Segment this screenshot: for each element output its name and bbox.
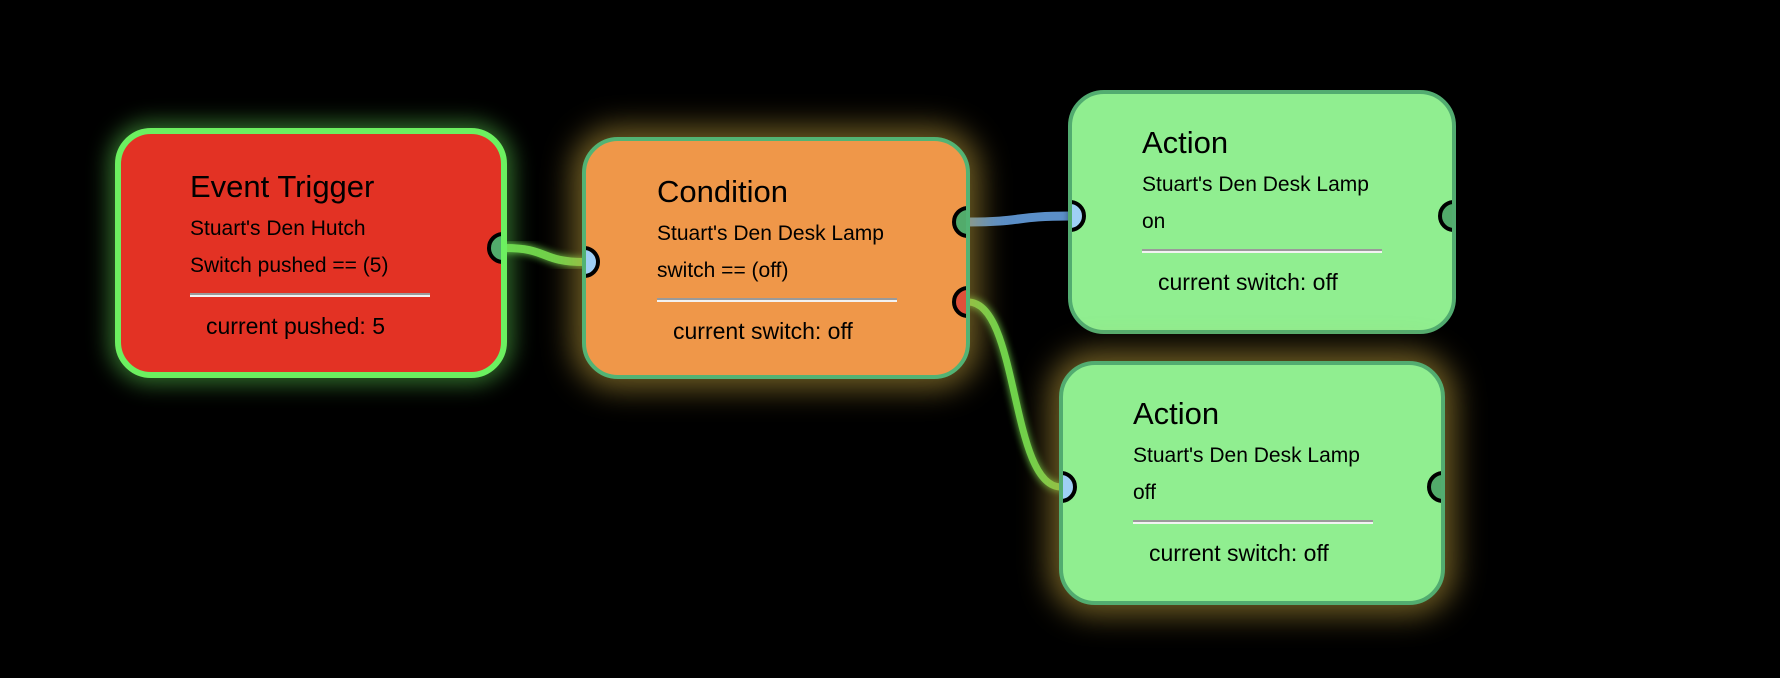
node-content: Condition Stuart's Den Desk Lamp switch …: [657, 173, 897, 348]
input-port[interactable]: [1072, 200, 1086, 232]
node-rule: off: [1133, 481, 1156, 504]
node-device: Stuart's Den Desk Lamp: [1133, 444, 1360, 467]
node-current-value: current pushed: 5: [206, 313, 386, 339]
node-title: Action: [1133, 396, 1220, 431]
node-title: Condition: [657, 174, 788, 209]
edge-trigger-to-condition[interactable]: [501, 244, 588, 266]
node-current-value: current switch: off: [1158, 269, 1338, 295]
action-off-node[interactable]: Action Stuart's Den Desk Lamp off curren…: [1059, 361, 1445, 605]
output-port[interactable]: [1427, 471, 1441, 503]
node-device: Stuart's Den Desk Lamp: [657, 222, 884, 245]
node-content: Action Stuart's Den Desk Lamp off curren…: [1133, 395, 1373, 570]
edge-condition-true-to-action-on[interactable]: [967, 211, 1071, 227]
output-port[interactable]: [487, 232, 501, 264]
input-port[interactable]: [586, 246, 600, 278]
true-output-port[interactable]: [952, 206, 966, 238]
divider: [190, 293, 430, 297]
node-rule: switch == (off): [657, 259, 789, 282]
divider: [657, 298, 897, 302]
node-title: Event Trigger: [190, 169, 375, 204]
action-on-node[interactable]: Action Stuart's Den Desk Lamp on current…: [1068, 90, 1456, 334]
condition-node[interactable]: Condition Stuart's Den Desk Lamp switch …: [582, 137, 970, 379]
event-trigger-node[interactable]: Event Trigger Stuart's Den Hutch Switch …: [115, 128, 507, 378]
node-current-value: current switch: off: [1149, 540, 1329, 566]
node-rule: on: [1142, 210, 1166, 233]
output-port[interactable]: [1438, 200, 1452, 232]
node-device: Stuart's Den Hutch: [190, 217, 366, 240]
node-content: Action Stuart's Den Desk Lamp on current…: [1142, 124, 1382, 299]
input-port[interactable]: [1063, 471, 1077, 503]
node-rule: Switch pushed == (5): [190, 254, 389, 277]
node-current-value: current switch: off: [673, 318, 853, 344]
false-output-port[interactable]: [952, 286, 966, 318]
divider: [1133, 520, 1373, 524]
node-title: Action: [1142, 125, 1229, 160]
divider: [1142, 249, 1382, 253]
edge-condition-false-to-action-off[interactable]: [964, 298, 1065, 491]
node-device: Stuart's Den Desk Lamp: [1142, 173, 1369, 196]
node-content: Event Trigger Stuart's Den Hutch Switch …: [190, 168, 430, 343]
